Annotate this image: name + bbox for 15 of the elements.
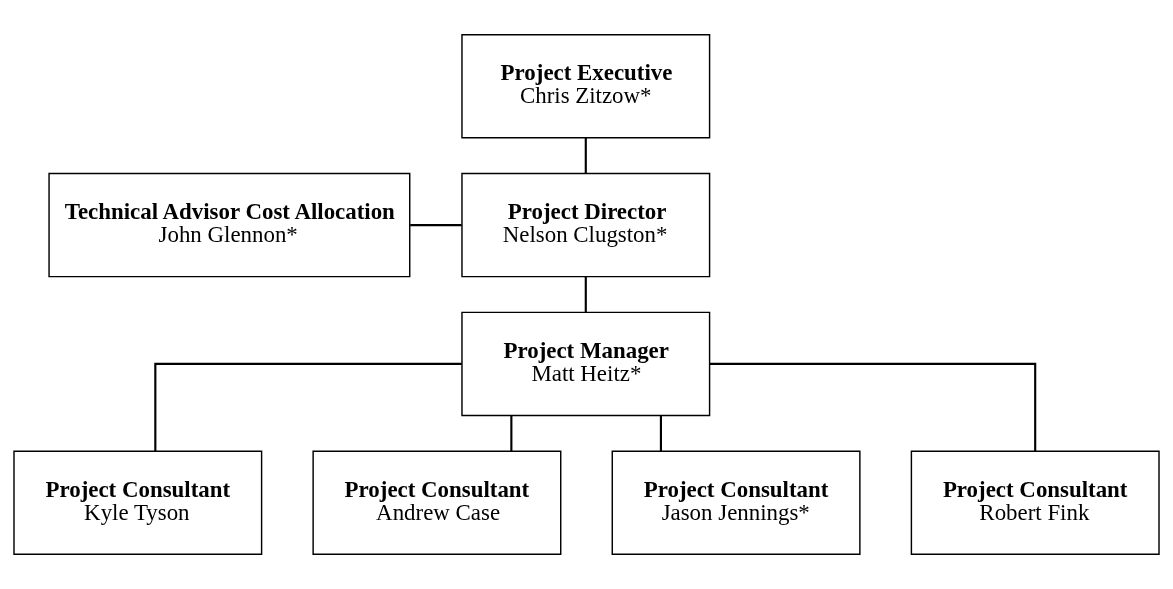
- connector: [709, 362, 1037, 452]
- connector: [510, 415, 513, 451]
- node-box: Project Consultant Robert Fink: [910, 450, 1160, 555]
- connector: [584, 137, 587, 174]
- node-box: Project Director Nelson Clugston*: [461, 172, 711, 278]
- connector: [154, 362, 462, 452]
- node-box: Project Consultant Kyle Tyson: [13, 450, 263, 555]
- node-box: Project Consultant Jason Jennings*: [611, 450, 861, 555]
- connector: [584, 276, 587, 313]
- connector: [659, 415, 662, 451]
- connector: [410, 224, 462, 227]
- node-box: Project Executive Chris Zitzow*: [461, 34, 711, 139]
- node-box: Project Consultant Andrew Case: [312, 450, 562, 555]
- node-box: Project Manager Matt Heitz*: [461, 311, 711, 417]
- node-box: Technical Advisor Cost Allocation John Glennon*: [48, 172, 411, 278]
